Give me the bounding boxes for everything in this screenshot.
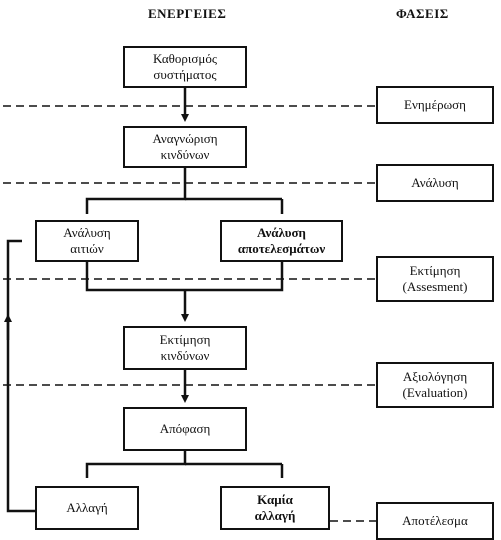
- phase-analysis-box: Ανάλυση: [376, 164, 494, 202]
- flow-decision-split: [85, 451, 187, 478]
- phases-header: ΦΑΣΕΙΣ: [396, 6, 449, 21]
- no-change-label: Καμία αλλαγή: [254, 492, 296, 523]
- phase-assessment-label: Εκτίμηση (Assesment): [402, 263, 468, 294]
- define-system-label: Καθορισμός συστήματος: [152, 51, 218, 82]
- phase-information-label: Ενημέρωση: [404, 97, 466, 112]
- actions-header: ΕΝΕΡΓΕΙΕΣ: [148, 6, 227, 21]
- risk-estimation-label: Εκτίμηση κινδύνων: [159, 332, 211, 363]
- phase-result-label: Αποτέλεσμα: [402, 513, 468, 528]
- phase-information-box: Ενημέρωση: [376, 86, 494, 124]
- flow-merge: [85, 262, 284, 292]
- define-system-box: Καθορισμός συστήματος: [123, 46, 247, 88]
- phase-assessment-box: Εκτίμηση (Assesment): [376, 256, 494, 302]
- feedback-loop-line: [6, 239, 37, 513]
- identify-hazards-box: Αναγνώριση κινδύνων: [123, 126, 247, 168]
- risk-estimation-box: Εκτίμηση κινδύνων: [123, 326, 247, 370]
- change-box: Αλλαγή: [35, 486, 139, 530]
- phase-analysis-label: Ανάλυση: [411, 175, 459, 190]
- change-label: Αλλαγή: [66, 500, 108, 515]
- flow-identify-split: [85, 168, 187, 214]
- decision-label: Απόφαση: [159, 421, 211, 436]
- consequence-analysis-label: Ανάλυση αποτελεσμάτων: [237, 225, 326, 256]
- identify-hazards-label: Αναγνώριση κινδύνων: [152, 131, 218, 162]
- decision-box: Απόφαση: [123, 407, 247, 451]
- phase-evaluation-label: Αξιολόγηση (Evaluation): [402, 369, 468, 400]
- cause-analysis-label: Ανάλυση αιτιών: [63, 225, 111, 256]
- consequence-analysis-box: Ανάλυση αποτελεσμάτων: [220, 220, 343, 262]
- phase-evaluation-box: Αξιολόγηση (Evaluation): [376, 362, 494, 408]
- phase-result-box: Αποτέλεσμα: [376, 502, 494, 540]
- no-change-box: Καμία αλλαγή: [220, 486, 330, 530]
- cause-analysis-box: Ανάλυση αιτιών: [35, 220, 139, 262]
